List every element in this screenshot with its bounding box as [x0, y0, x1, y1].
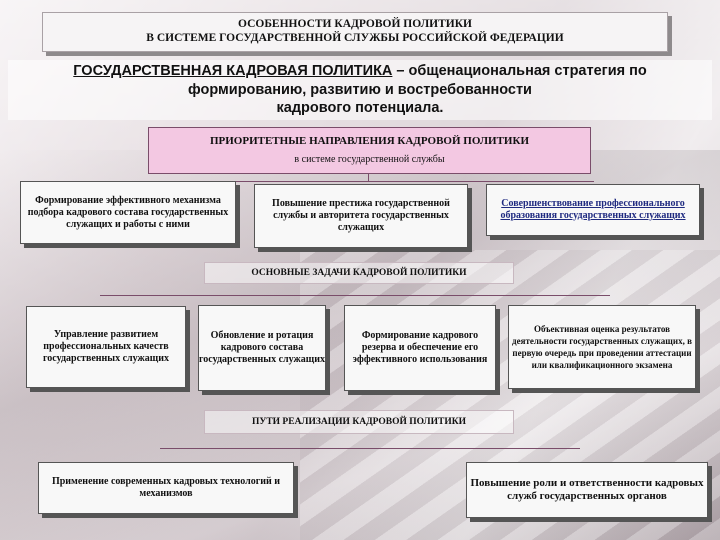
task-item-text: Объективная оценка результатов деятельно…	[512, 323, 692, 371]
connector-line	[128, 181, 594, 182]
title-line-2: В СИСТЕМЕ ГОСУДАРСТВЕННОЙ СЛУЖБЫ РОССИЙС…	[146, 32, 564, 44]
priority-item-text: Повышение престижа государственной служб…	[272, 198, 450, 233]
ways-header: ПУТИ РЕАЛИЗАЦИИ КАДРОВОЙ ПОЛИТИКИ	[204, 410, 514, 434]
task-item: Обновление и ротация кадрового состава г…	[198, 305, 326, 391]
task-item: Управление развитием профессиональных ка…	[26, 306, 186, 388]
connector-line	[100, 295, 610, 296]
tasks-header: ОСНОВНЫЕ ЗАДАЧИ КАДРОВОЙ ПОЛИТИКИ	[204, 262, 514, 284]
priority-item: Совершенствование профессионального обра…	[486, 184, 700, 236]
priority-item-text: Совершенствование профессионального обра…	[500, 198, 686, 221]
page-title: ОСОБЕННОСТИ КАДРОВОЙ ПОЛИТИКИ В СИСТЕМЕ …	[42, 12, 668, 52]
definition-term: ГОСУДАРСТВЕННАЯ КАДРОВАЯ ПОЛИТИКА	[73, 63, 393, 80]
way-item-text: Повышение роли и ответственности кадровы…	[470, 476, 704, 502]
ways-title: ПУТИ РЕАЛИЗАЦИИ КАДРОВОЙ ПОЛИТИКИ	[251, 417, 467, 427]
definition-line-3: кадрового потенциала.	[276, 100, 444, 117]
task-item-text: Управление развитием профессиональных ка…	[43, 329, 169, 364]
task-item: Формирование кадрового резерва и обеспеч…	[344, 305, 496, 391]
task-item-text: Обновление и ротация кадрового состава г…	[199, 330, 325, 365]
way-item: Применение современных кадровых технолог…	[38, 462, 294, 514]
priority-item: Формирование эффективного механизма подб…	[20, 181, 236, 244]
priority-item: Повышение престижа государственной служб…	[254, 184, 468, 248]
priorities-title: ПРИОРИТЕТНЫЕ НАПРАВЛЕНИЯ КАДРОВОЙ ПОЛИТИ…	[209, 134, 530, 147]
way-item: Повышение роли и ответственности кадровы…	[466, 462, 708, 518]
definition-block: ГОСУДАРСТВЕННАЯ КАДРОВАЯ ПОЛИТИКА – обще…	[8, 60, 712, 120]
tasks-title: ОСНОВНЫЕ ЗАДАЧИ КАДРОВОЙ ПОЛИТИКИ	[251, 268, 467, 278]
definition-line-1-rest: – общенациональная стратегия по	[392, 63, 647, 80]
way-item-text: Применение современных кадровых технолог…	[51, 476, 281, 499]
definition-line-2: формированию, развитию и востребованност…	[188, 81, 532, 98]
priorities-header: ПРИОРИТЕТНЫЕ НАПРАВЛЕНИЯ КАДРОВОЙ ПОЛИТИ…	[148, 127, 591, 174]
task-item: Объективная оценка результатов деятельно…	[508, 305, 696, 389]
connector-line	[160, 448, 580, 449]
priorities-subtitle: в системе государственной службы	[294, 154, 445, 166]
title-line-1: ОСОБЕННОСТИ КАДРОВОЙ ПОЛИТИКИ	[237, 18, 472, 31]
priority-item-text: Формирование эффективного механизма подб…	[27, 194, 229, 230]
task-item-text: Формирование кадрового резерва и обеспеч…	[352, 330, 488, 365]
definition-line-1: ГОСУДАРСТВЕННАЯ КАДРОВАЯ ПОЛИТИКА – обще…	[73, 62, 646, 81]
connector-line	[368, 174, 369, 182]
